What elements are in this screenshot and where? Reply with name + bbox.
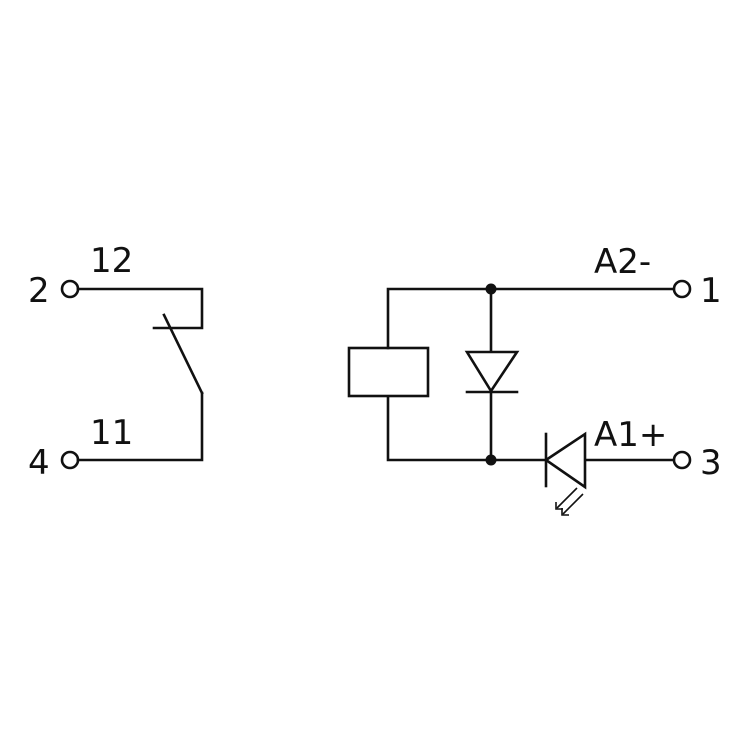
contact-label-12: 12 bbox=[90, 241, 133, 281]
contact-12-wire bbox=[76, 287, 204, 330]
terminal-4 bbox=[60, 450, 80, 470]
terminal-label-4: 4 bbox=[28, 443, 50, 483]
junction-dot bbox=[485, 283, 497, 295]
contact-label-11: 11 bbox=[90, 413, 133, 453]
terminal-3 bbox=[672, 450, 692, 470]
terminal-2 bbox=[60, 279, 80, 299]
terminal-label-3: 3 bbox=[700, 443, 722, 483]
junction-dot bbox=[485, 454, 497, 466]
terminal-label-1: 1 bbox=[700, 271, 722, 311]
coil-label-a2: A2- bbox=[594, 242, 651, 282]
changeover-contact: 2 4 12 11 bbox=[28, 241, 204, 483]
a2-wire bbox=[386, 287, 676, 350]
coil-label-a1: A1+ bbox=[594, 415, 667, 455]
freewheel-diode-icon bbox=[464, 350, 520, 394]
switch-blade bbox=[162, 313, 204, 395]
coil-circuit: 1 3 A2- A1+ bbox=[347, 242, 722, 516]
terminal-label-2: 2 bbox=[28, 271, 50, 311]
relay-coil bbox=[347, 346, 430, 398]
contact-11-wire bbox=[76, 391, 204, 462]
led-icon bbox=[543, 431, 587, 516]
terminal-1 bbox=[672, 279, 692, 299]
